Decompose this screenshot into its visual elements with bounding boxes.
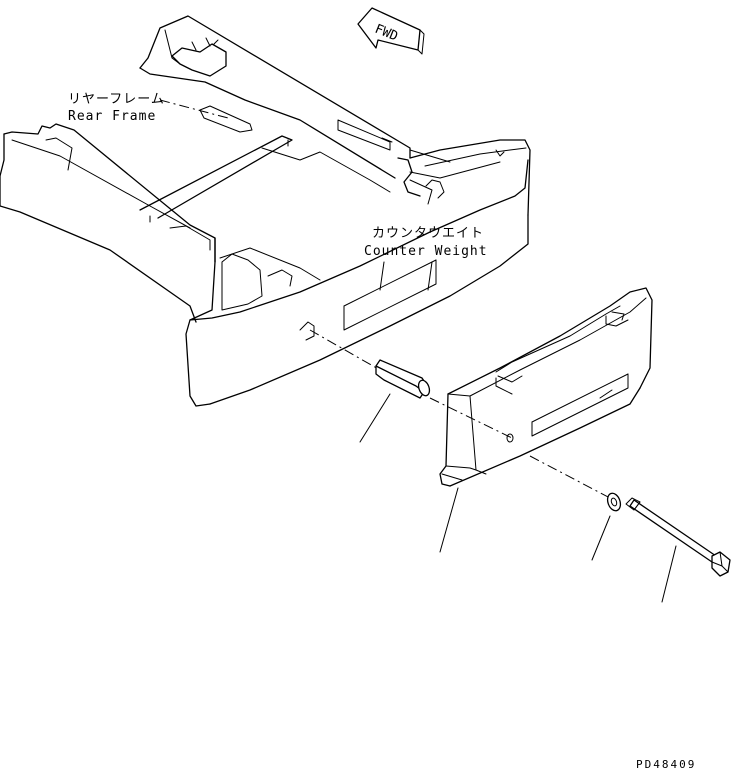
counter-weight-label-en: Counter Weight xyxy=(364,244,488,259)
assembly-axis xyxy=(309,329,611,499)
bolt xyxy=(625,497,731,603)
fwd-direction-marker: FWD xyxy=(357,7,425,55)
additional-counterweight xyxy=(439,287,653,553)
rear-frame-label-en: Rear Frame xyxy=(68,109,156,124)
part-code: PD48409 xyxy=(636,758,696,771)
counter-weight-label-jp: カウンタウエイト xyxy=(372,226,484,241)
rear-frame-label-jp: リヤーフレーム xyxy=(68,92,165,107)
rear-frame xyxy=(0,15,451,323)
spacer-collar xyxy=(359,359,431,443)
washer xyxy=(591,492,622,561)
counter-weight-label: カウンタウエイト Counter Weight xyxy=(364,226,488,291)
counterweight-mounted xyxy=(185,139,531,407)
rear-frame-label: リヤーフレーム Rear Frame xyxy=(68,92,229,124)
